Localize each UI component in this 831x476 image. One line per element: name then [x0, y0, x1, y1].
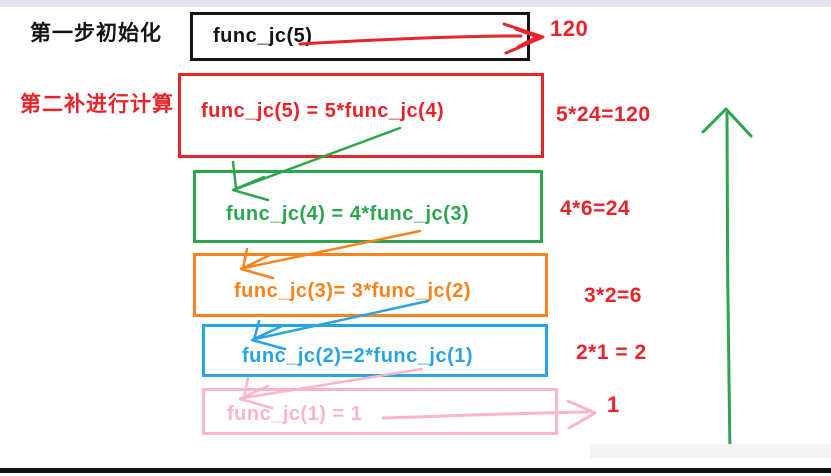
top-strip [0, 0, 831, 7]
result-level-2: 2*1 = 2 [576, 341, 647, 364]
bottom-border-line [0, 468, 831, 473]
box-level-3: func_jc(3)= 3*func_jc(2) [193, 253, 548, 317]
box-initial-call-text: func_jc(5) [213, 25, 313, 47]
box-level-1-text: func_jc(1) = 1 [227, 402, 363, 425]
result-level-4: 4*6=24 [560, 197, 631, 220]
box-initial-call: func_jc(5) [190, 12, 530, 61]
result-level-3: 3*2=6 [584, 284, 642, 307]
box-level-4: func_jc(4) = 4*func_jc(3) [193, 170, 543, 243]
result-level-5: 5*24=120 [556, 103, 651, 126]
box-level-2: func_jc(2)=2*func_jc(1) [202, 324, 548, 377]
box-level-5-text: func_jc(5) = 5*func_jc(4) [201, 100, 445, 122]
green-up-arrow-icon [701, 107, 753, 457]
box-level-1: func_jc(1) = 1 [202, 388, 558, 435]
box-level-5: func_jc(5) = 5*func_jc(4) [178, 73, 544, 158]
step1-label: 第一步初始化 [30, 22, 162, 45]
result-level-1: 1 [607, 392, 620, 417]
box-level-3-text: func_jc(3)= 3*func_jc(2) [234, 279, 472, 302]
step2-label: 第二补进行计算 [20, 93, 174, 116]
box-level-2-text: func_jc(2)=2*func_jc(1) [242, 345, 474, 367]
box-level-4-text: func_jc(4) = 4*func_jc(3) [226, 203, 470, 225]
watermark-band [590, 444, 831, 458]
result-initial-call: 120 [550, 16, 589, 41]
